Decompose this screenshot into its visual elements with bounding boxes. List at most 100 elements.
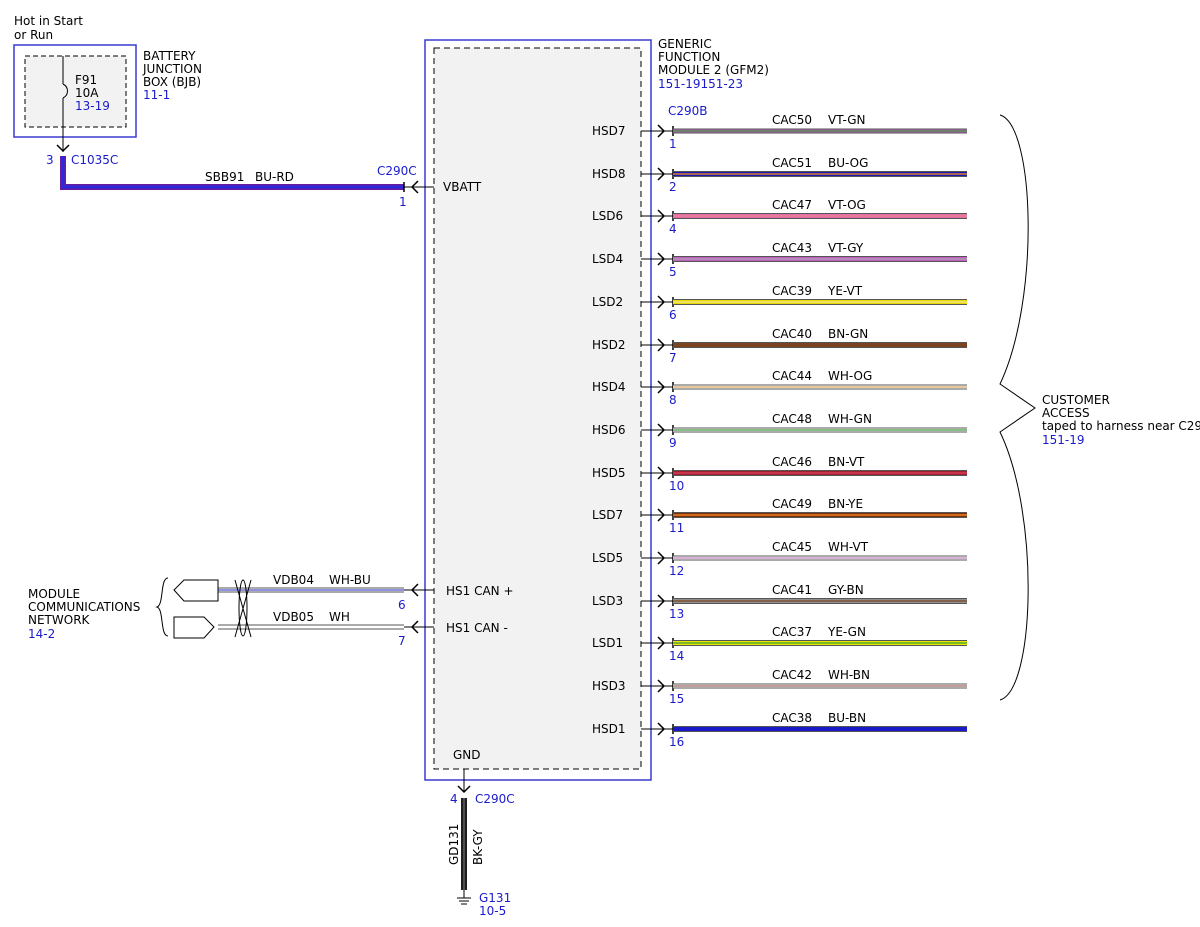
output-row-14: LSD1 14 CAC37 YE-GN	[592, 625, 967, 663]
output-label: LSD7	[592, 508, 623, 522]
output-arrow-icon	[657, 209, 666, 223]
output-arrow-icon	[657, 508, 666, 522]
output-pin: 5	[669, 265, 677, 279]
output-label: HSD5	[592, 466, 626, 480]
bjb-pin: 3	[46, 153, 54, 167]
output-color: WH-VT	[828, 540, 869, 554]
output-circuit: CAC49	[772, 497, 812, 511]
output-color: WH-OG	[828, 369, 872, 383]
output-pin: 1	[669, 137, 677, 151]
bjb-inner-box	[24, 55, 127, 128]
output-label: HSD6	[592, 423, 626, 437]
output-row-1: HSD7 1 CAC50 VT-GN	[592, 113, 967, 151]
output-arrow-icon	[657, 124, 666, 138]
output-label: HSD3	[592, 679, 626, 693]
output-arrow-icon	[657, 594, 666, 608]
bjb-name-line3: BOX (BJB)	[143, 75, 201, 89]
output-arrow-icon	[657, 636, 666, 650]
output-arrow-icon	[657, 252, 666, 266]
network-connector-plus-icon	[173, 579, 219, 602]
output-label: HSD8	[592, 167, 626, 181]
output-arrow-icon	[657, 338, 666, 352]
ground-ref: 10-5	[479, 904, 506, 918]
can-plus-arrow-icon	[410, 583, 419, 597]
bjb-name-line1: BATTERY	[143, 49, 196, 63]
output-pin: 15	[669, 692, 684, 706]
output-pin: 4	[669, 222, 677, 236]
hot-in-start-label: Hot in Start	[14, 14, 83, 28]
network-name-line1: MODULE	[28, 587, 80, 601]
module-name-line1: GENERIC	[658, 37, 712, 51]
can-minus-pin: 7	[398, 634, 406, 648]
output-pin: 14	[669, 649, 684, 663]
vbatt-wire-inner	[61, 156, 404, 189]
gnd-label: GND	[453, 748, 481, 762]
output-color: VT-GN	[828, 113, 865, 127]
output-circuit: CAC37	[772, 625, 812, 639]
fuse-ref: 13-19	[75, 99, 110, 113]
fuse-rating: 10A	[75, 86, 99, 100]
output-label: HSD7	[592, 124, 626, 138]
output-pin: 10	[669, 479, 684, 493]
gnd-pin: 4	[450, 792, 458, 806]
twisted-pair-icon	[234, 579, 252, 638]
bjb-outline	[13, 44, 137, 138]
output-label: LSD3	[592, 594, 623, 608]
output-label: LSD6	[592, 209, 623, 223]
can-wires	[218, 587, 404, 630]
output-arrow-icon	[657, 679, 666, 693]
network-name-line2: COMMUNICATIONS	[28, 600, 140, 614]
output-label: HSD2	[592, 338, 626, 352]
output-circuit: CAC48	[772, 412, 812, 426]
output-label: LSD2	[592, 295, 623, 309]
output-row-7: HSD2 7 CAC40 BN-GN	[592, 327, 967, 365]
can-minus-arrow-icon	[410, 620, 419, 634]
output-arrow-icon	[657, 722, 666, 736]
output-pin: 16	[669, 735, 684, 749]
output-circuit: CAC47	[772, 198, 812, 212]
vdb04-circuit: VDB04	[273, 573, 314, 587]
output-color: BN-VT	[828, 455, 865, 469]
output-pin: 13	[669, 607, 684, 621]
gnd-connector: C290C	[475, 792, 515, 806]
output-color: BN-GN	[828, 327, 868, 341]
vbatt-pin: 1	[399, 195, 407, 209]
gd131-color: BK-GY	[471, 829, 485, 865]
output-row-4: LSD6 4 CAC47 VT-OG	[592, 198, 967, 236]
vdb05-color: WH	[329, 610, 350, 624]
output-arrow-icon	[657, 295, 666, 309]
output-circuit: CAC40	[772, 327, 812, 341]
vbatt-label: VBATT	[443, 180, 482, 194]
output-color: BU-OG	[828, 156, 868, 170]
output-label: HSD1	[592, 722, 626, 736]
network-name-line3: NETWORK	[28, 613, 91, 627]
output-circuit: CAC50	[772, 113, 812, 127]
vdb05-circuit: VDB05	[273, 610, 314, 624]
network-connector-minus-icon	[173, 616, 215, 639]
output-pin: 8	[669, 393, 677, 407]
vbatt-wire-color: BU-RD	[255, 170, 294, 184]
fuse-symbol-icon	[62, 83, 68, 99]
output-label: LSD4	[592, 252, 623, 266]
output-arrow-icon	[657, 380, 666, 394]
bjb-connector: C1035C	[71, 153, 118, 167]
output-label: LSD1	[592, 636, 623, 650]
vdb04-color: WH-BU	[329, 573, 371, 587]
module-connector-right: C290B	[668, 104, 708, 118]
output-circuit: CAC42	[772, 668, 812, 682]
output-pin: 7	[669, 351, 677, 365]
output-circuit: CAC51	[772, 156, 812, 170]
output-color: YE-GN	[827, 625, 866, 639]
output-color: BU-BN	[828, 711, 866, 725]
output-pin: 6	[669, 308, 677, 322]
output-color: VT-OG	[828, 198, 866, 212]
